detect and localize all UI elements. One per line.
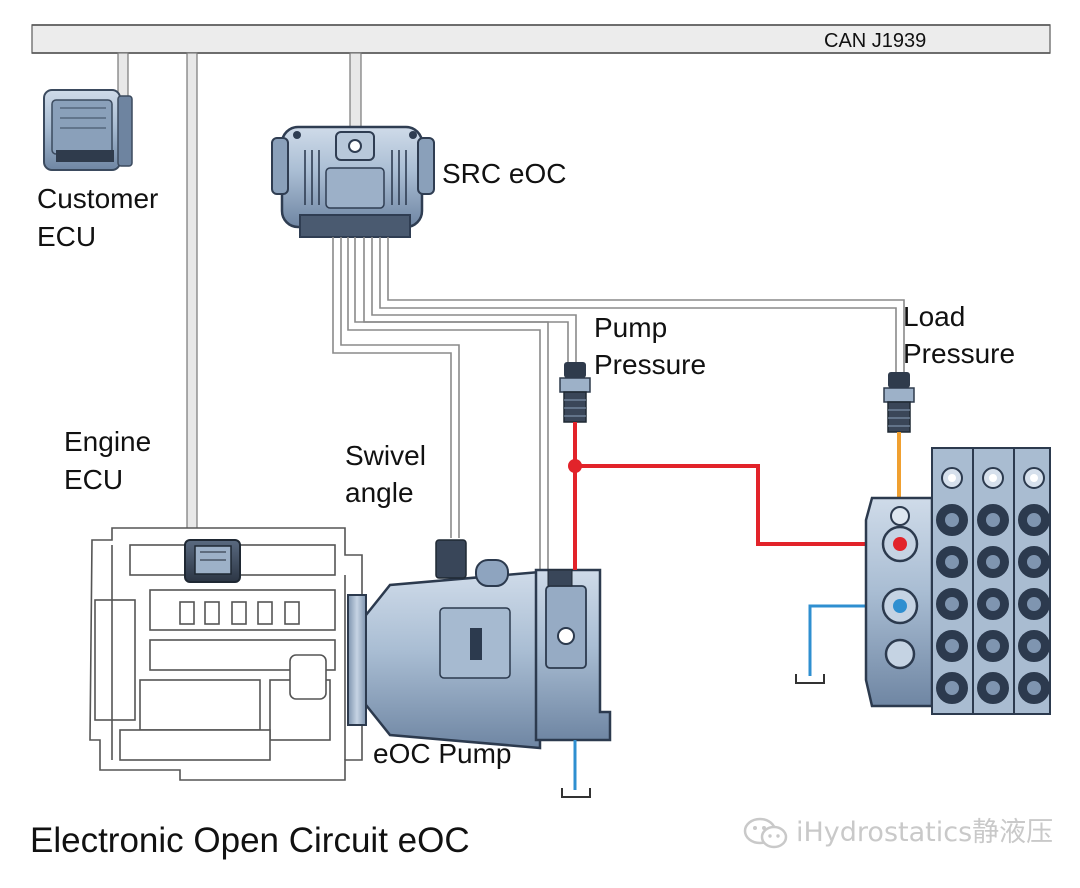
- valve-port-inner: [945, 639, 959, 653]
- valve-port-inner: [948, 474, 956, 482]
- valve-port-inner: [986, 513, 1000, 527]
- src-eoc-label: SRC eOC: [442, 158, 567, 189]
- valve-port-inner: [945, 597, 959, 611]
- can-bus: [31, 24, 1051, 54]
- swivel-angle-label-line1: Swivel: [345, 440, 426, 471]
- eoc-pump-label: eOC Pump: [373, 738, 512, 769]
- customer-ecu-module: [43, 89, 133, 171]
- valve-port-inner: [945, 681, 959, 695]
- engine-ecu-label-line1: Engine: [64, 426, 152, 457]
- engine-ecu-label-line2: ECU: [64, 464, 124, 495]
- load-pressure-sensor: [883, 372, 915, 433]
- customer-ecu-label-line1: Customer: [37, 183, 159, 214]
- engine-block: [89, 527, 363, 781]
- tank-lines: [561, 604, 900, 798]
- valve-port-inner: [1027, 513, 1041, 527]
- watermark-text: iHydrostatics静液压: [796, 817, 1054, 848]
- valve-port-inner: [1027, 555, 1041, 569]
- swivel-angle-label-line2: angle: [345, 477, 414, 508]
- pressure-line: [573, 422, 900, 570]
- valve-port-inner: [1030, 474, 1038, 482]
- eoc-pump-unit: [347, 539, 612, 750]
- can-bus-label: CAN J1939: [824, 30, 927, 52]
- valve-port-inner: [986, 597, 1000, 611]
- engine-ecu-module: [184, 539, 241, 583]
- pressure-junction: [568, 459, 582, 473]
- valve-port-inner: [945, 555, 959, 569]
- wechat-icon: [743, 817, 788, 849]
- valve-port-inner: [986, 639, 1000, 653]
- valve-port-inner: [1027, 597, 1041, 611]
- valve-block: [864, 447, 1051, 715]
- pump-pressure-label-line2: Pressure: [594, 349, 707, 380]
- load-pressure-label-line1: Load: [903, 301, 966, 332]
- watermark: iHydrostatics静液压: [742, 815, 1053, 851]
- src-eoc-controller: [271, 125, 435, 238]
- valve-port-inner: [1027, 681, 1041, 695]
- valve-port-inner: [989, 474, 997, 482]
- customer-ecu-label-line2: ECU: [37, 221, 97, 252]
- pump-pressure-label-line1: Pump: [594, 312, 668, 343]
- valve-port-inner: [1027, 639, 1041, 653]
- pump-pressure-sensor: [559, 362, 591, 423]
- signal-wires: [332, 237, 905, 570]
- valve-port-inner: [945, 513, 959, 527]
- valve-port-inner: [986, 555, 1000, 569]
- load-pressure-label-line2: Pressure: [903, 338, 1016, 369]
- valve-port-grid: [936, 467, 1050, 704]
- diagram-caption: Electronic Open Circuit eOC: [30, 821, 470, 860]
- valve-port-inner: [986, 681, 1000, 695]
